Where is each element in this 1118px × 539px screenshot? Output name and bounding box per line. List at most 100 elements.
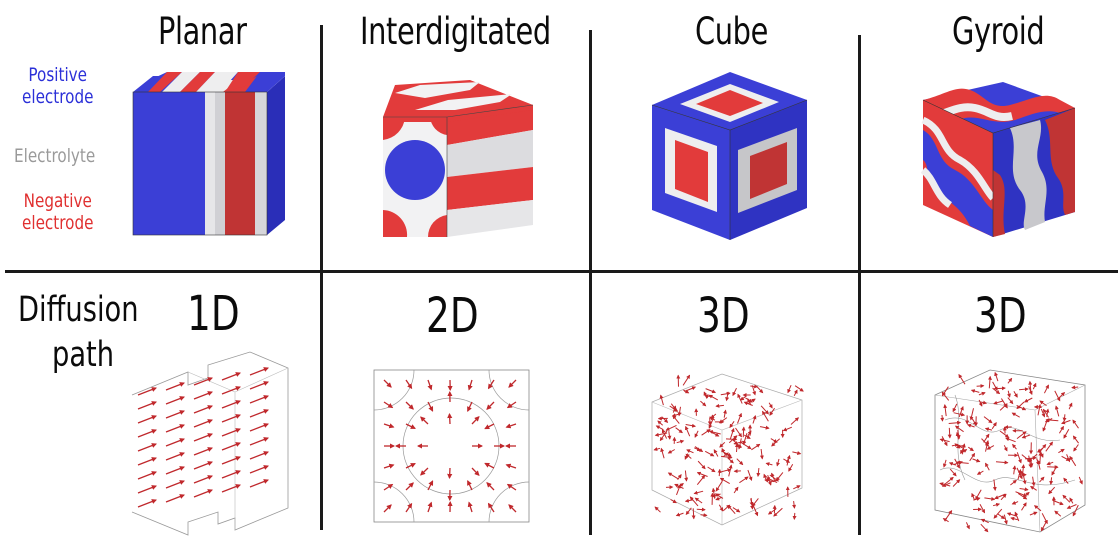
diffusion-arrow bbox=[1045, 441, 1053, 452]
diffusion-arrow bbox=[1015, 491, 1028, 497]
diffusion-arrow bbox=[685, 453, 692, 459]
diffusion-arrow bbox=[732, 507, 741, 513]
diffusion-arrow bbox=[1022, 475, 1027, 485]
diffusion-arrow bbox=[728, 464, 733, 477]
diffusion-arrow bbox=[973, 497, 981, 501]
diffusion-arrow bbox=[653, 447, 661, 451]
diffusion-arrow bbox=[505, 463, 517, 469]
diffusion-arrow bbox=[1072, 435, 1080, 444]
diffusion-arrow bbox=[447, 412, 453, 425]
diffusion-arrow bbox=[971, 492, 975, 500]
diffusion-arrow bbox=[763, 473, 768, 481]
diffusion-arrow bbox=[694, 447, 702, 452]
diffusion-arrow bbox=[762, 410, 769, 422]
diffusion-arrow bbox=[487, 379, 495, 390]
diffusion-arrow bbox=[1054, 390, 1061, 402]
diffusion-arrow bbox=[221, 414, 241, 423]
diffusion-arrow bbox=[420, 467, 429, 476]
diffusion-arrow bbox=[733, 486, 739, 494]
diffusion-arrow bbox=[725, 437, 738, 442]
diffusion-arrow bbox=[1071, 385, 1079, 390]
column-divider-2 bbox=[589, 30, 592, 535]
diffusion-arrow bbox=[939, 438, 950, 443]
row-divider bbox=[5, 270, 1118, 273]
diffusion-arrow bbox=[193, 475, 213, 484]
diffusion-arrow bbox=[708, 430, 721, 435]
diffusion-arrow bbox=[137, 387, 157, 396]
diffusion-arrow bbox=[1062, 414, 1067, 422]
diffusion-arrow bbox=[940, 414, 945, 422]
diffusion-arrow bbox=[703, 391, 708, 399]
diffusion-arrow bbox=[759, 425, 770, 430]
diffusion-arrow bbox=[685, 425, 691, 437]
diffusion-arrow bbox=[711, 487, 716, 499]
diffusion-arrow bbox=[952, 403, 958, 413]
diffusion-planar bbox=[131, 351, 289, 536]
diffusion-arrow bbox=[249, 479, 269, 488]
title-planar: Planar bbox=[158, 10, 247, 53]
diffusion-arrow bbox=[749, 498, 754, 507]
diffusion-arrow bbox=[987, 375, 992, 389]
diffusion-arrow bbox=[137, 429, 157, 438]
diffusion-arrow bbox=[986, 445, 995, 450]
diffusion-arrow bbox=[165, 438, 185, 447]
diffusion-arrow bbox=[958, 406, 964, 418]
diffusion-arrow bbox=[767, 474, 772, 486]
diffusion-arrow bbox=[1019, 487, 1029, 492]
diffusion-arrow bbox=[676, 484, 682, 496]
diffusion-arrow bbox=[751, 385, 757, 396]
diffusion-arrow bbox=[739, 395, 747, 401]
diffusion-arrow bbox=[694, 430, 699, 438]
title-interdigitated: Interdigitated bbox=[360, 10, 551, 53]
diffusion-arrow bbox=[655, 425, 664, 431]
diffusion-arrow bbox=[715, 496, 723, 501]
diffusion-arrow bbox=[471, 467, 480, 476]
diffusion-arrow bbox=[1036, 458, 1040, 466]
diffusion-arrow bbox=[137, 457, 157, 466]
diffusion-arrow bbox=[165, 480, 185, 489]
diffusion-arrow bbox=[193, 405, 213, 414]
diffusion-arrow bbox=[1069, 497, 1074, 504]
diffusion-arrow bbox=[1019, 387, 1029, 392]
diffusion-arrow bbox=[948, 462, 956, 466]
diffusion-arrow bbox=[718, 504, 724, 512]
diffusion-arrow bbox=[383, 379, 392, 388]
diffusion-arrow bbox=[970, 389, 980, 394]
diffusion-arrow bbox=[506, 401, 517, 409]
diffusion-arrow bbox=[1063, 477, 1069, 484]
diffusion-arrow bbox=[1023, 397, 1033, 403]
diffusion-arrow bbox=[948, 420, 962, 425]
diffusion-arrow bbox=[1049, 477, 1054, 485]
diffusion-arrow bbox=[1003, 445, 1008, 452]
diffusion-arrow bbox=[709, 416, 716, 421]
diffusion-arrow bbox=[193, 489, 213, 498]
diffusion-arrow bbox=[955, 444, 963, 449]
diffusion-arrow bbox=[943, 404, 948, 417]
diffusion-arrow bbox=[941, 391, 950, 401]
diffusion-arrow bbox=[945, 510, 953, 520]
diffusion-arrow bbox=[1033, 505, 1042, 512]
diffusion-arrow bbox=[741, 426, 746, 438]
diffusion-arrow bbox=[1042, 408, 1049, 418]
diffusion-arrow bbox=[994, 371, 999, 382]
diffusion-cube bbox=[651, 373, 804, 526]
diffusion-arrow bbox=[769, 407, 776, 416]
diffusion-arrow bbox=[657, 420, 664, 426]
diffusion-arrow bbox=[505, 423, 517, 429]
legend-negative: Negative electrode bbox=[22, 190, 93, 234]
diffusion-arrow bbox=[1069, 455, 1077, 467]
diffusion-arrow bbox=[949, 468, 957, 477]
diffusion-arrow bbox=[221, 456, 241, 465]
diffusion-arrow bbox=[719, 441, 726, 448]
diffusion-arrow bbox=[1005, 437, 1016, 443]
diffusion-arrow bbox=[715, 403, 724, 408]
diffusion-arrow bbox=[684, 470, 689, 482]
diffusion-arrow bbox=[1016, 404, 1027, 411]
diffusion-arrow bbox=[734, 443, 739, 453]
diffusion-arrow bbox=[756, 386, 764, 394]
diffusion-arrow bbox=[740, 441, 752, 450]
diffusion-arrow bbox=[1037, 403, 1042, 416]
diffusion-arrow bbox=[137, 401, 157, 410]
diffusion-arrow bbox=[969, 408, 974, 421]
interdigitated-cube bbox=[383, 80, 534, 237]
